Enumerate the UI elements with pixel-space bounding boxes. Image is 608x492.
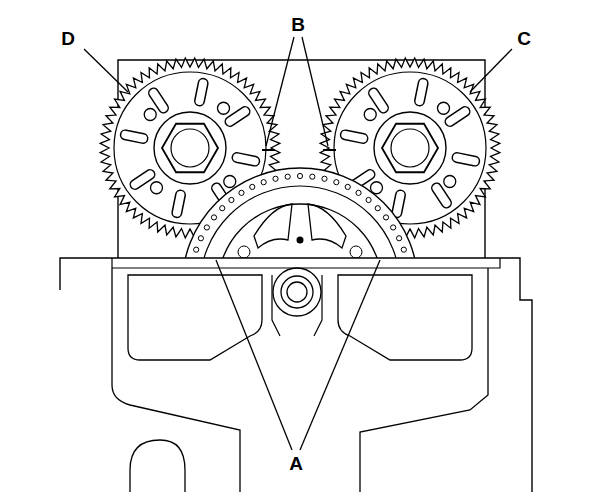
callout-letter: C <box>517 29 531 48</box>
leader-line <box>266 37 294 146</box>
engine-block <box>60 258 532 492</box>
leader-line <box>470 49 512 92</box>
leader-line <box>300 260 380 450</box>
leader-line <box>302 37 328 146</box>
leader-line <box>84 49 128 92</box>
callout-letter: D <box>61 29 75 48</box>
leader-line <box>216 260 292 450</box>
callout-letter: B <box>291 15 305 34</box>
callout-letter: A <box>289 454 303 473</box>
